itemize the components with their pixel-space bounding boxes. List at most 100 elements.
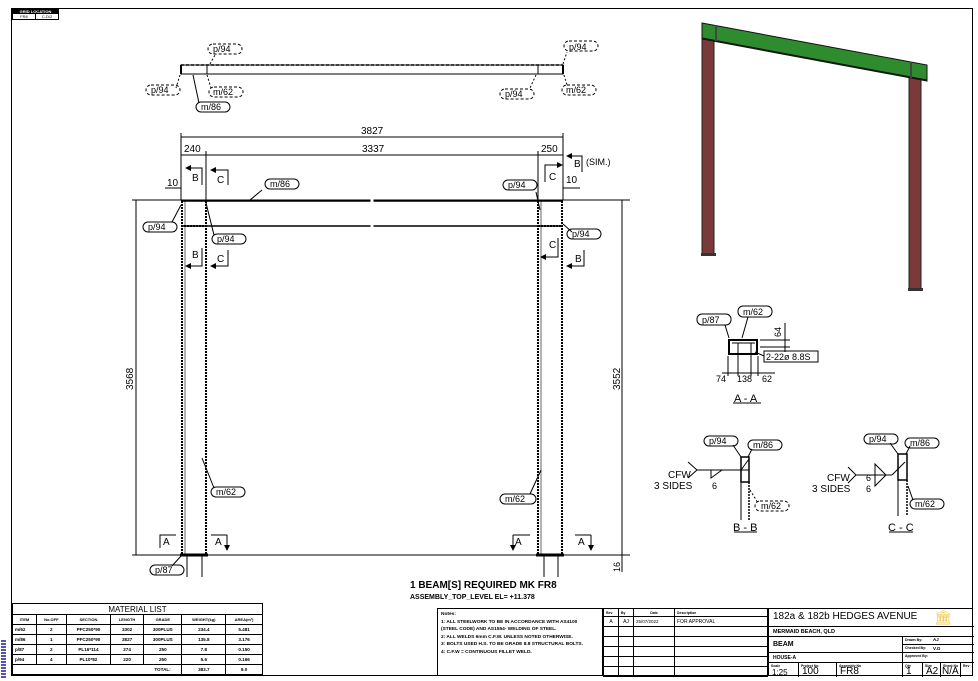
dim-overall: 3827 (361, 126, 384, 137)
cell: 1 (35, 634, 67, 645)
cell: 250 (143, 644, 183, 655)
rev-header: By (618, 608, 634, 617)
aa-dim: 74 (716, 374, 726, 384)
section-bb (687, 435, 790, 533)
3d-model (701, 22, 928, 291)
cell: 3.176 (225, 634, 263, 645)
total-area: 9.0 (225, 664, 263, 675)
dim-right-offset: 250 (541, 144, 558, 155)
cell: 250 (143, 654, 183, 665)
cell: 220 (110, 654, 145, 665)
cc-label-p94: p/94 (869, 434, 887, 444)
3d-beam (701, 22, 928, 82)
table-row: p/87 2 PL16*114 274 250 7.8 0.150 (12, 644, 263, 655)
elev-tag-p94 (142, 221, 178, 233)
elev-tag-m62 (210, 486, 246, 498)
cell: p/94 (12, 654, 37, 665)
aa-label-p87: p/87 (702, 315, 720, 325)
cc-label-m62: m/62 (915, 499, 935, 509)
cc-sides-label: 3 SIDES (812, 484, 851, 495)
project-title: 182a & 182b HEDGES AVENUE (773, 611, 918, 622)
cell: PL16*114 (65, 644, 112, 655)
cell: 135.8 (181, 634, 227, 645)
note-line: (STEEL CODE) AND AS1554- WELDING OF STEE… (441, 627, 557, 632)
cell: PFC250*90 (65, 634, 112, 645)
cc-title: C - C (888, 522, 914, 534)
plan-label-p94: p/94 (569, 42, 587, 52)
notes-box: Notes: 1: ALL STEELWORK TO BE IN ACCORDA… (437, 608, 603, 676)
section-label-b: B (575, 254, 582, 265)
cell: 300PLUS (143, 634, 183, 645)
rev-label: Rev (963, 664, 970, 668)
dim-right-edge: 10 (566, 175, 578, 186)
note-line: 4: C.F.W = CONTINUOUS FILLET WELD. (441, 649, 532, 655)
project-no-label: Project No (801, 664, 819, 668)
section-label-a: A (215, 537, 222, 548)
rev-cell: 25/07/2022 (633, 616, 675, 627)
bb-weld-size: 6 (712, 481, 717, 491)
house-name: HOUSE-A (773, 655, 797, 661)
rev-header: Description (674, 608, 768, 617)
table-row: p/94 4 PL10*82 220 250 5.6 0.166 (12, 654, 263, 665)
bb-label-m62: m/62 (761, 501, 781, 511)
grid-location-value: C-D/2 (41, 14, 53, 19)
material-list-table: MATERIAL LIST ITEM No.OFF SECTION LENGTH… (11, 603, 263, 675)
column-header: AREA(m²) (225, 614, 263, 625)
section-sim-label: (SIM.) (586, 157, 611, 167)
elev-tag-p87 (149, 564, 185, 576)
bb-sides-label: 3 SIDES (654, 481, 693, 492)
dim-left-offset: 240 (184, 144, 201, 155)
cell: 5.6 (181, 654, 227, 665)
cell: PL10*82 (65, 654, 112, 665)
aa-dim: 62 (762, 374, 772, 384)
section-label-c: C (217, 175, 224, 186)
plan-label-p94: p/94 (151, 85, 169, 95)
dim-middle: 3337 (362, 144, 385, 155)
bb-weld-label: CFW (668, 470, 691, 481)
checked-by-label: Checked By: (905, 646, 927, 650)
qty-value: 1 (906, 666, 912, 677)
cell: 300PLUS (143, 624, 183, 635)
plan-label-p94: p/94 (505, 89, 523, 99)
dim-left-edge: 10 (167, 178, 179, 189)
cell: 234.4 (181, 624, 227, 635)
total-label: TOTAL: (143, 664, 183, 675)
elev-tag-m62 (499, 493, 537, 505)
cell: p/87 (12, 644, 37, 655)
elev-label-m86: m/86 (270, 179, 290, 189)
dim-base: 16 (612, 562, 622, 572)
bb-label-p94: p/94 (709, 436, 727, 446)
cell: 7.8 (181, 644, 227, 655)
cell: m/86 (12, 634, 37, 645)
assembly-level-text: ASSEMBLY_TOP_LEVEL EL= +11.378 (410, 594, 535, 601)
bb-label-m86: m/86 (753, 440, 773, 450)
elev-label-p94: p/94 (217, 234, 235, 244)
3d-column-left (701, 26, 715, 256)
plan-tag-p94 (145, 84, 181, 96)
column-header: ITEM (12, 614, 37, 625)
elev-label-m62: m/62 (216, 487, 236, 497)
cc-label-m86: m/86 (910, 438, 930, 448)
cell: m/62 (12, 624, 37, 635)
plan-tag-m86 (195, 101, 231, 113)
sheet-label: Sheet No (943, 664, 959, 668)
assembly-no-label: Assembly No (839, 664, 862, 668)
cell: 4 (35, 654, 67, 665)
dim-left-height: 3568 (125, 367, 136, 390)
drawn-by-label: Drawn By: (905, 638, 923, 642)
note-line: 1: ALL STEELWORK TO BE IN ACCORDANCE WIT… (441, 619, 578, 625)
grid-location-value: FR8 (13, 14, 36, 19)
scale-value: 1:25 (772, 668, 788, 677)
building-logo-icon: 🏛 (934, 609, 952, 625)
plan-tag-p94 (499, 88, 535, 100)
size-value: A2 (926, 666, 939, 677)
column-header: No.OFF (35, 614, 67, 625)
3d-column-right (908, 76, 922, 290)
drawn-by-value: AJ (933, 637, 939, 642)
section-label-a: A (578, 537, 585, 548)
section-aa (696, 305, 819, 404)
dim-right-height: 3552 (612, 367, 623, 390)
section-label-a: A (163, 537, 170, 548)
elevation-view (132, 133, 630, 577)
